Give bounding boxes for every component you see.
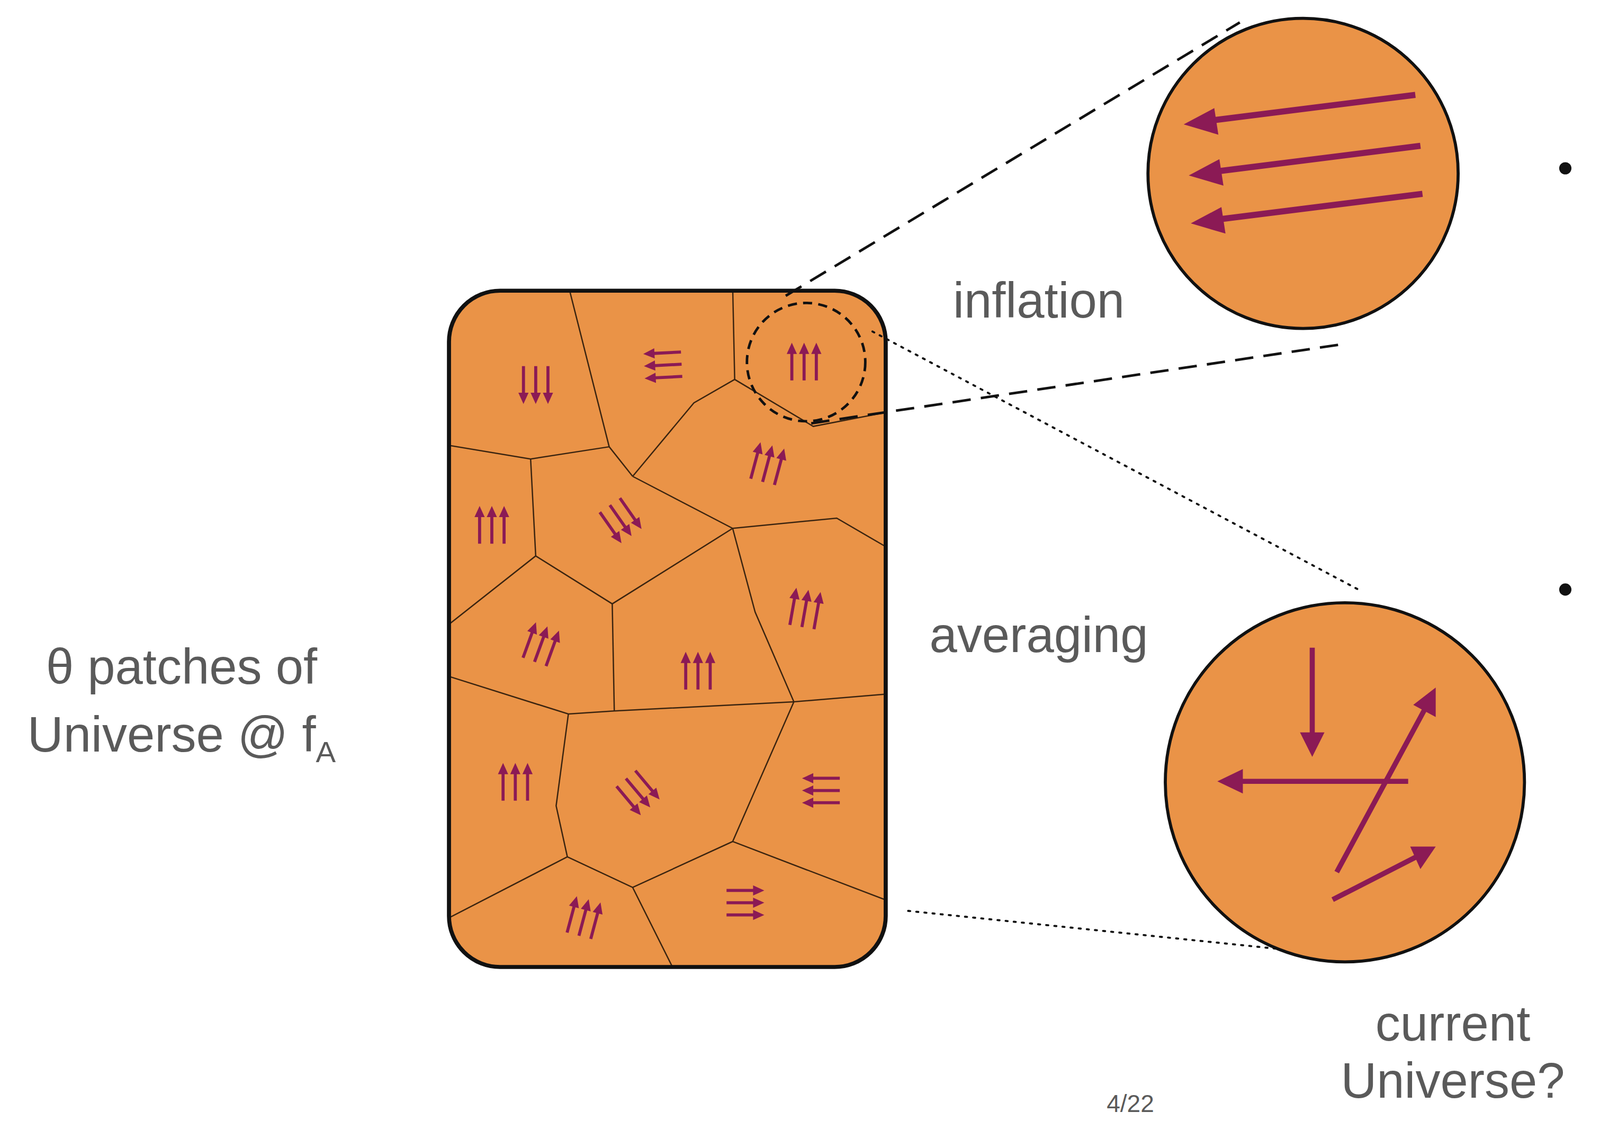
process-label: averaging [879,601,1198,669]
averaged-patch-part-part [1217,769,1243,794]
averaged-patch-part-part [1413,687,1436,718]
patch-borders-part [612,604,615,712]
inflated-patch-part-part [1190,207,1226,234]
phase-arrows-part [518,620,564,668]
page-number: 4/22 [1050,1089,1210,1119]
phase-arrows-part [726,885,764,921]
averaged-patch-part [1217,648,1436,901]
patch-borders-part [448,857,568,924]
phase-arrows-part [745,441,790,487]
bullet-dots [1559,162,1572,596]
phase-arrows-part [518,366,554,404]
patch-borders-part [448,459,536,633]
phase-arrows-part [612,767,664,820]
phase-arrows-part [562,895,606,941]
region-label-text: θ patches of Universe @ f [27,639,318,763]
patch-borders-part [632,476,886,552]
region-label: θ patches of Universe @ fA [6,633,357,769]
page-number-text: 4/22 [1106,1090,1155,1118]
inflation-leaders-part [811,344,1339,424]
phase-arrows-part [595,495,646,547]
patch-box-part [448,290,886,968]
subscript: A [316,735,337,769]
process-label-text: averaging [929,607,1149,663]
inflated-patch-part-part [1211,193,1423,221]
patch-borders-part [632,379,735,477]
phase-arrows-part [786,343,822,381]
averaged-patch-part-part [1410,847,1436,870]
patch-borders [448,290,886,968]
patch-borders-part [448,673,794,715]
phase-arrows-part [802,773,840,809]
inflated-patch-part-part [1203,94,1416,122]
phase-arrows [474,343,840,941]
bullet-dots-part [1559,162,1572,175]
process-label: inflation [879,267,1198,335]
averaging-leaders-part [872,331,1363,592]
inflated-patch-part-part [1209,146,1421,173]
phase-arrows-part [680,651,716,690]
phase-arrows-part [642,346,683,384]
averaging-leaders-part [908,911,1276,949]
phase-arrows-part [474,506,510,544]
question-label-text: current Universe? [1340,995,1565,1109]
patch-borders-part [535,528,733,605]
inflated-patch-part-part [1183,108,1219,135]
patch-box-part [448,290,886,968]
patch-box [438,285,894,981]
patch-borders-part [732,528,886,703]
averaged-patch-part [1165,603,1525,963]
patch-borders-part [555,714,679,968]
bullet-dots-part [1559,583,1572,596]
patch-borders-part [448,443,610,460]
phase-arrows-part [784,587,826,631]
inflated-patch-part-part [1188,159,1224,186]
inflated-patch [1147,18,1459,329]
averaged-patch-part-part [1299,732,1325,758]
inflated-patch-part [1183,94,1423,234]
patch-borders-part [732,290,886,427]
question-label: current Universe? [1309,995,1596,1110]
inflated-patch-part [1147,18,1459,329]
averaged-patch [1165,603,1525,963]
process-label-text: inflation [953,272,1125,329]
averaged-patch-part-part [1332,857,1417,901]
averaged-patch-part-part [1309,648,1316,737]
phase-arrows-part [498,763,534,802]
zoom-circle [747,302,866,422]
